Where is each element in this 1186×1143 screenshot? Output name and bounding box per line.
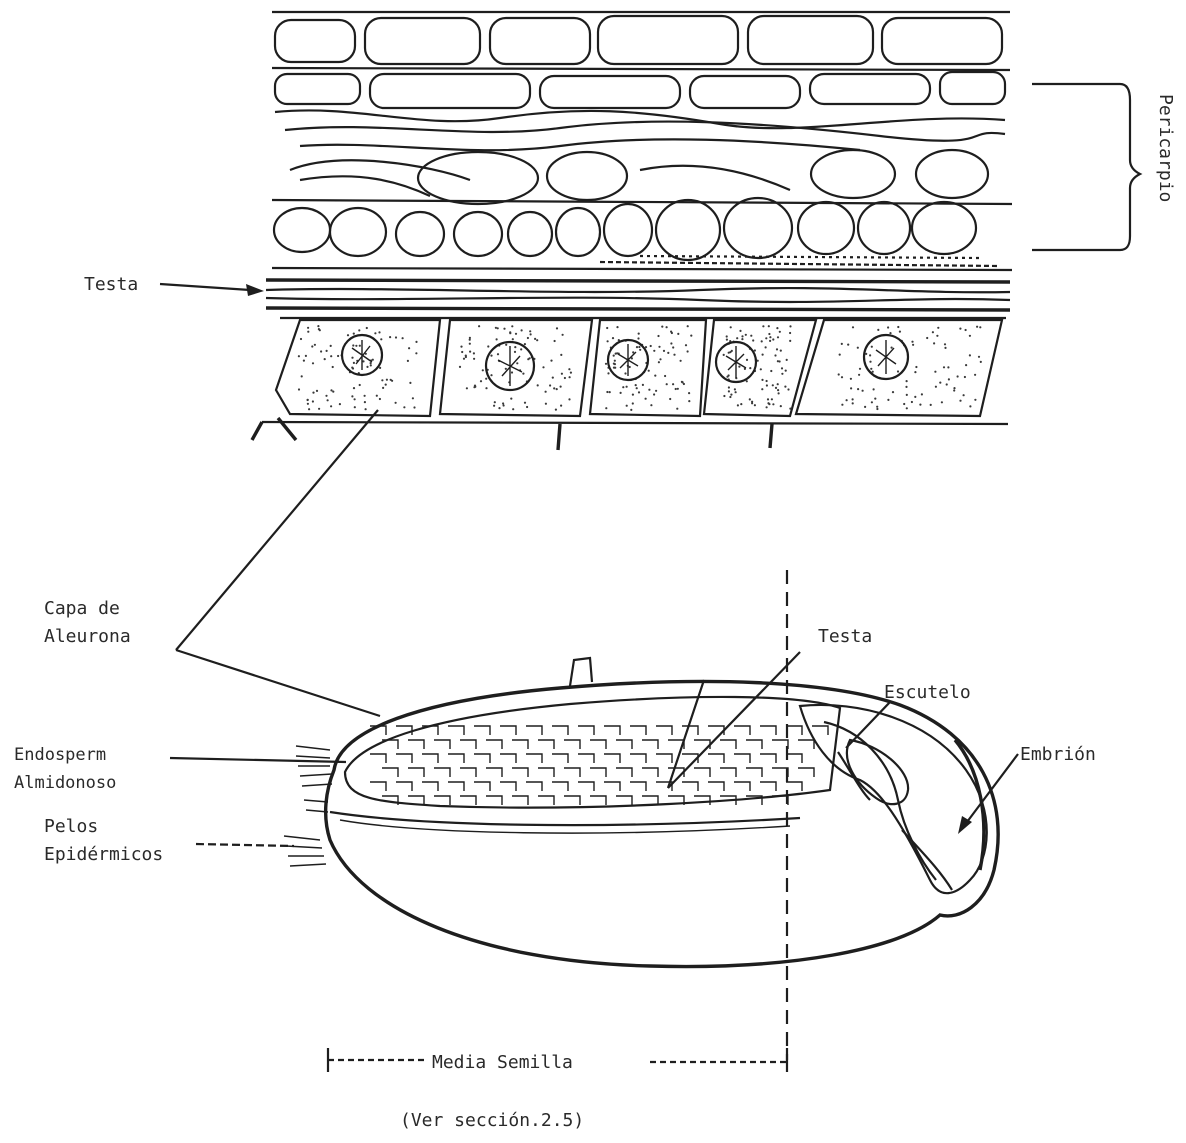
label-pericarpio: Pericarpio: [1155, 94, 1176, 202]
pericarp-cross-cells: [290, 150, 988, 204]
pelos-pointer: [196, 844, 294, 846]
label-embrion: Embrión: [1020, 744, 1096, 765]
aleurone-cells: [252, 318, 1008, 450]
label-endosperm-line2: Almidonoso: [14, 773, 116, 793]
aleurona-connector: [176, 410, 380, 716]
label-media-semilla: Media Semilla: [432, 1052, 573, 1073]
pericarp-outer-cells: [272, 12, 1010, 70]
embrion-arrow: [958, 754, 1018, 834]
label-escutelo: Escutelo: [884, 682, 971, 703]
label-capa-line2: Aleurona: [44, 626, 131, 647]
label-testa-top: Testa: [84, 274, 138, 295]
label-pelos-line2: Epidérmicos: [44, 844, 163, 865]
label-pelos-line1: Pelos: [44, 816, 98, 837]
pericarp-hypodermis-cells: [275, 72, 1005, 150]
label-testa-bottom: Testa: [818, 626, 872, 647]
label-capa-line1: Capa de: [44, 598, 120, 619]
figure-caption: (Ver sección.2.5): [400, 1110, 584, 1131]
layer-cross-section: [252, 12, 1012, 450]
pericarp-tube-cells: [272, 198, 1012, 270]
label-endosperm-line1: Endosperm: [14, 745, 106, 765]
testa-top-arrow: [160, 284, 264, 296]
testa-layer: [266, 280, 1010, 310]
endosperm-pointer: [170, 758, 346, 762]
pericarpio-bracket: [1032, 84, 1140, 250]
